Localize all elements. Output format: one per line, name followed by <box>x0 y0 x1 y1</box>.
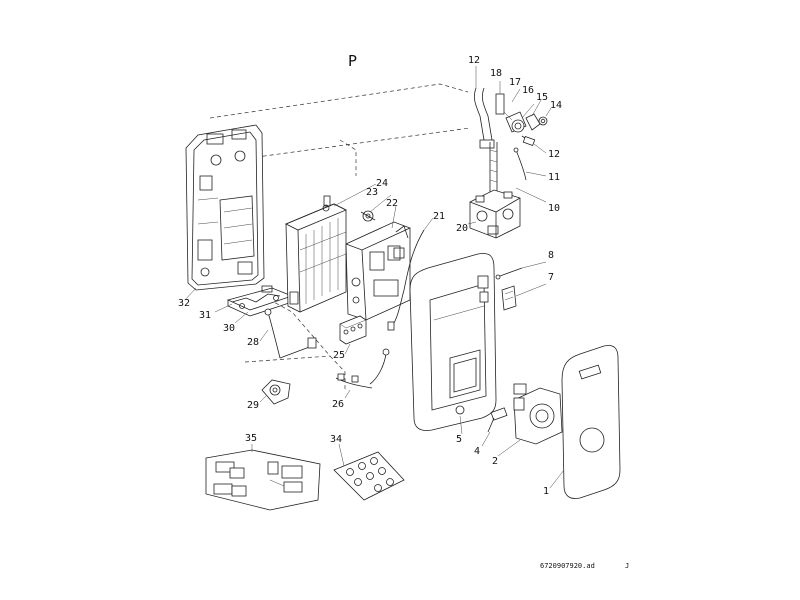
front-panel-part-1 <box>561 345 621 499</box>
label-part-24: 24 <box>376 178 388 189</box>
label-part-10: 10 <box>548 203 560 214</box>
control-unit-part-2 <box>513 383 563 445</box>
diagram-title: P <box>348 52 357 70</box>
label-part-2: 2 <box>492 456 498 467</box>
drawing-reference-suffix: J <box>625 562 629 570</box>
heating-block-part-24 <box>285 195 347 313</box>
back-frame-part-32 <box>185 124 265 291</box>
pipe-part-12-lower <box>513 135 536 181</box>
label-part-8: 8 <box>548 250 554 261</box>
label-part-14: 14 <box>550 100 562 111</box>
fitting-parts-14-18 <box>495 93 548 133</box>
wire-part-28 <box>264 308 317 359</box>
leader-lines <box>184 66 565 489</box>
screw-part-4 <box>487 407 508 433</box>
label-part-21: 21 <box>433 211 445 222</box>
sensor-cable-part-26 <box>335 348 390 389</box>
small-parts-7-8 <box>495 267 523 311</box>
label-part-12-upper: 12 <box>468 55 480 66</box>
label-part-34: 34 <box>330 434 342 445</box>
label-part-4: 4 <box>474 446 480 457</box>
pipe-part-12-upper <box>473 87 495 149</box>
label-part-15: 15 <box>536 92 548 103</box>
part-number-labels: 1 2 4 5 7 8 10 11 12 12 14 15 16 17 18 2… <box>178 55 562 497</box>
label-part-29: 29 <box>247 400 259 411</box>
cable-part-21 <box>387 229 425 331</box>
water-block-part-20 <box>469 189 521 239</box>
label-part-35: 35 <box>245 433 257 444</box>
label-part-20: 20 <box>456 223 468 234</box>
valve-part-23 <box>360 210 376 222</box>
drawing-reference-code: 6720907920.ad <box>540 562 595 570</box>
label-part-7: 7 <box>548 272 554 283</box>
label-part-16: 16 <box>522 85 534 96</box>
label-part-11: 11 <box>548 172 560 183</box>
sensor-clip-part-29 <box>261 379 291 405</box>
main-cover-part-5 <box>409 253 497 431</box>
screw-bag-part-34 <box>333 451 405 501</box>
label-part-22: 22 <box>386 198 398 209</box>
label-part-32: 32 <box>178 298 190 309</box>
fittings-kit-part-35 <box>205 449 321 511</box>
assembly-guide-lines <box>209 83 471 392</box>
tube-part-10 <box>489 142 498 192</box>
terminal-block-part-25 <box>339 315 367 345</box>
bottom-bracket-part-31 <box>226 285 294 317</box>
label-part-1: 1 <box>543 486 549 497</box>
label-part-17: 17 <box>509 77 521 88</box>
label-part-5: 5 <box>456 434 462 445</box>
label-part-25: 25 <box>333 350 345 361</box>
label-part-31: 31 <box>199 310 211 321</box>
label-part-30: 30 <box>223 323 235 334</box>
label-part-28: 28 <box>247 337 259 348</box>
label-part-23: 23 <box>366 187 378 198</box>
label-part-12-lower: 12 <box>548 149 560 160</box>
label-part-26: 26 <box>332 399 344 410</box>
label-part-18: 18 <box>490 68 502 79</box>
